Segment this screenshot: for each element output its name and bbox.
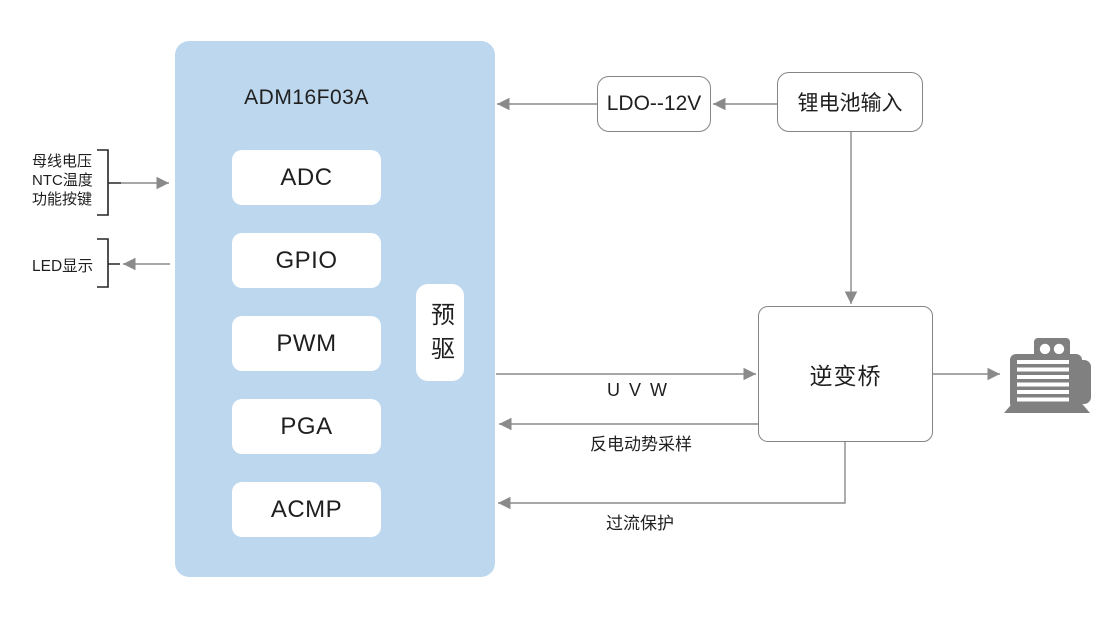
module-acmp: ACMP — [232, 482, 381, 537]
module-gpio: GPIO — [232, 233, 381, 288]
label-ntc-temp: NTC温度 — [32, 172, 93, 189]
module-adc: ADC — [232, 150, 381, 205]
module-pga: PGA — [232, 399, 381, 454]
label-func-keys: 功能按键 — [32, 191, 93, 208]
led-bracket — [97, 238, 120, 288]
battery-input-box: 锂电池输入 — [777, 72, 923, 132]
motor-icon — [1004, 338, 1091, 413]
chip-title: ADM16F03A — [244, 86, 369, 109]
ldo-box: LDO--12V — [597, 76, 711, 132]
module-predriver: 预驱 — [416, 284, 464, 381]
label-bus-voltage: 母线电压 — [32, 153, 93, 170]
label-overcurrent: 过流保护 — [606, 514, 674, 533]
inverter-bridge-box: 逆变桥 — [758, 306, 933, 442]
label-led-display: LED显示 — [32, 258, 94, 275]
analog-group-bracket — [97, 149, 121, 216]
label-uvw: U V W — [607, 380, 669, 400]
module-pwm: PWM — [232, 316, 381, 371]
analog-input-labels: 母线电压 NTC温度 功能按键 — [32, 152, 93, 209]
label-back-emf: 反电动势采样 — [590, 435, 692, 454]
